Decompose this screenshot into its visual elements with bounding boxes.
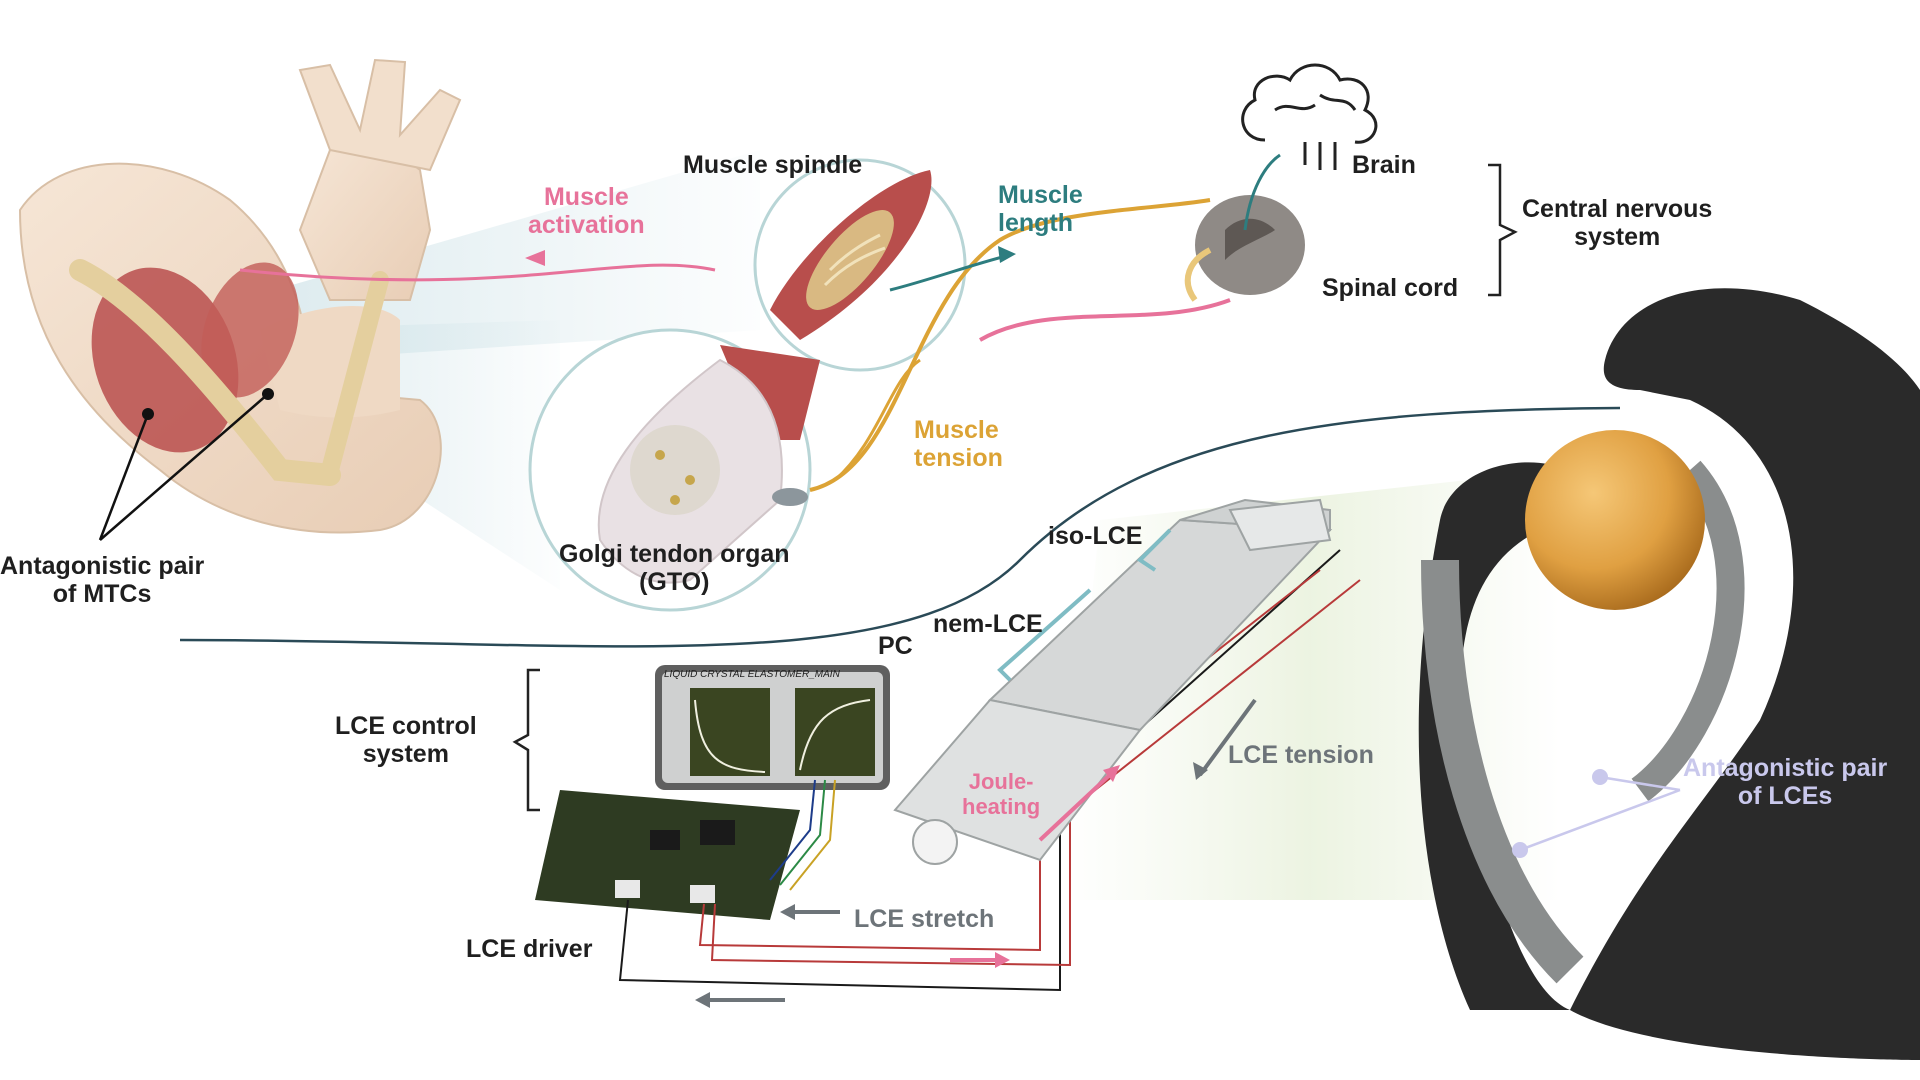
nerve-activation-line (239, 263, 716, 282)
tension-arrow (1198, 698, 1257, 777)
joule-arrowhead (1103, 765, 1120, 782)
label-muscle-spindle: Muscle spindle (683, 151, 863, 179)
label-pc: PC (878, 632, 913, 660)
label-lce-driver: LCE driver (466, 935, 593, 963)
nem-lce-bracket (997, 588, 1092, 682)
label-antagonistic-pair-mtcs: Antagonistic pair of MTCs (0, 552, 205, 608)
brain-icon (1241, 63, 1378, 170)
stretch-arrowhead (780, 904, 795, 920)
label-muscle-activation: Muscle activation (528, 183, 645, 239)
separator-curve (179, 406, 1621, 648)
label-brain: Brain (1352, 151, 1416, 179)
label-spinal-cord: Spinal cord (1322, 274, 1459, 302)
label-lce-tension: LCE tension (1228, 741, 1374, 769)
label-antagonistic-pair-lces: Antagonistic pair of LCEs (1683, 754, 1888, 810)
lce-driver-board (535, 790, 800, 920)
joule-arrow (1038, 768, 1117, 842)
nerve-length-teal (889, 253, 1011, 292)
nerve-tension-gold (834, 358, 921, 482)
label-muscle-tension: Muscle tension (914, 416, 1003, 472)
robotic-gripper (1418, 288, 1920, 1061)
heating-current-arrowhead (995, 952, 1010, 968)
label-iso-lce: iso-LCE (1048, 522, 1143, 550)
human-arm-illustration (18, 58, 462, 541)
label-joule-heating: Joule- heating (962, 769, 1041, 819)
pc-monitor (655, 665, 890, 790)
nerve-efferent-pink (979, 298, 1231, 342)
lce-control-bracket (512, 668, 540, 812)
spinal-cord-cross-section (1184, 195, 1305, 302)
cns-bracket (1488, 163, 1518, 297)
nerve-afferent-gold (809, 198, 1211, 492)
activation-arrowhead (525, 250, 545, 266)
gto-inset (528, 328, 820, 612)
muscle-spindle-inset (753, 158, 967, 372)
label-nem-lce: nem-LCE (933, 610, 1043, 638)
return-arrowhead (695, 992, 710, 1008)
iso-lce-bracket (1136, 528, 1172, 572)
length-arrowhead (998, 246, 1016, 263)
label-central-nervous-system: Central nervous system (1522, 195, 1713, 251)
lce-strip (893, 498, 1333, 865)
label-muscle-length: Muscle length (998, 181, 1083, 237)
pc-screen-title: LIQUID CRYSTAL ELASTOMER_MAIN (664, 669, 840, 680)
label-lce-stretch: LCE stretch (854, 905, 995, 933)
label-golgi-tendon-organ: Golgi tendon organ (GTO) (559, 540, 790, 596)
nerve-brain-link (1243, 153, 1281, 231)
tension-arrowhead (1193, 762, 1208, 780)
label-lce-control-system: LCE control system (335, 712, 477, 768)
